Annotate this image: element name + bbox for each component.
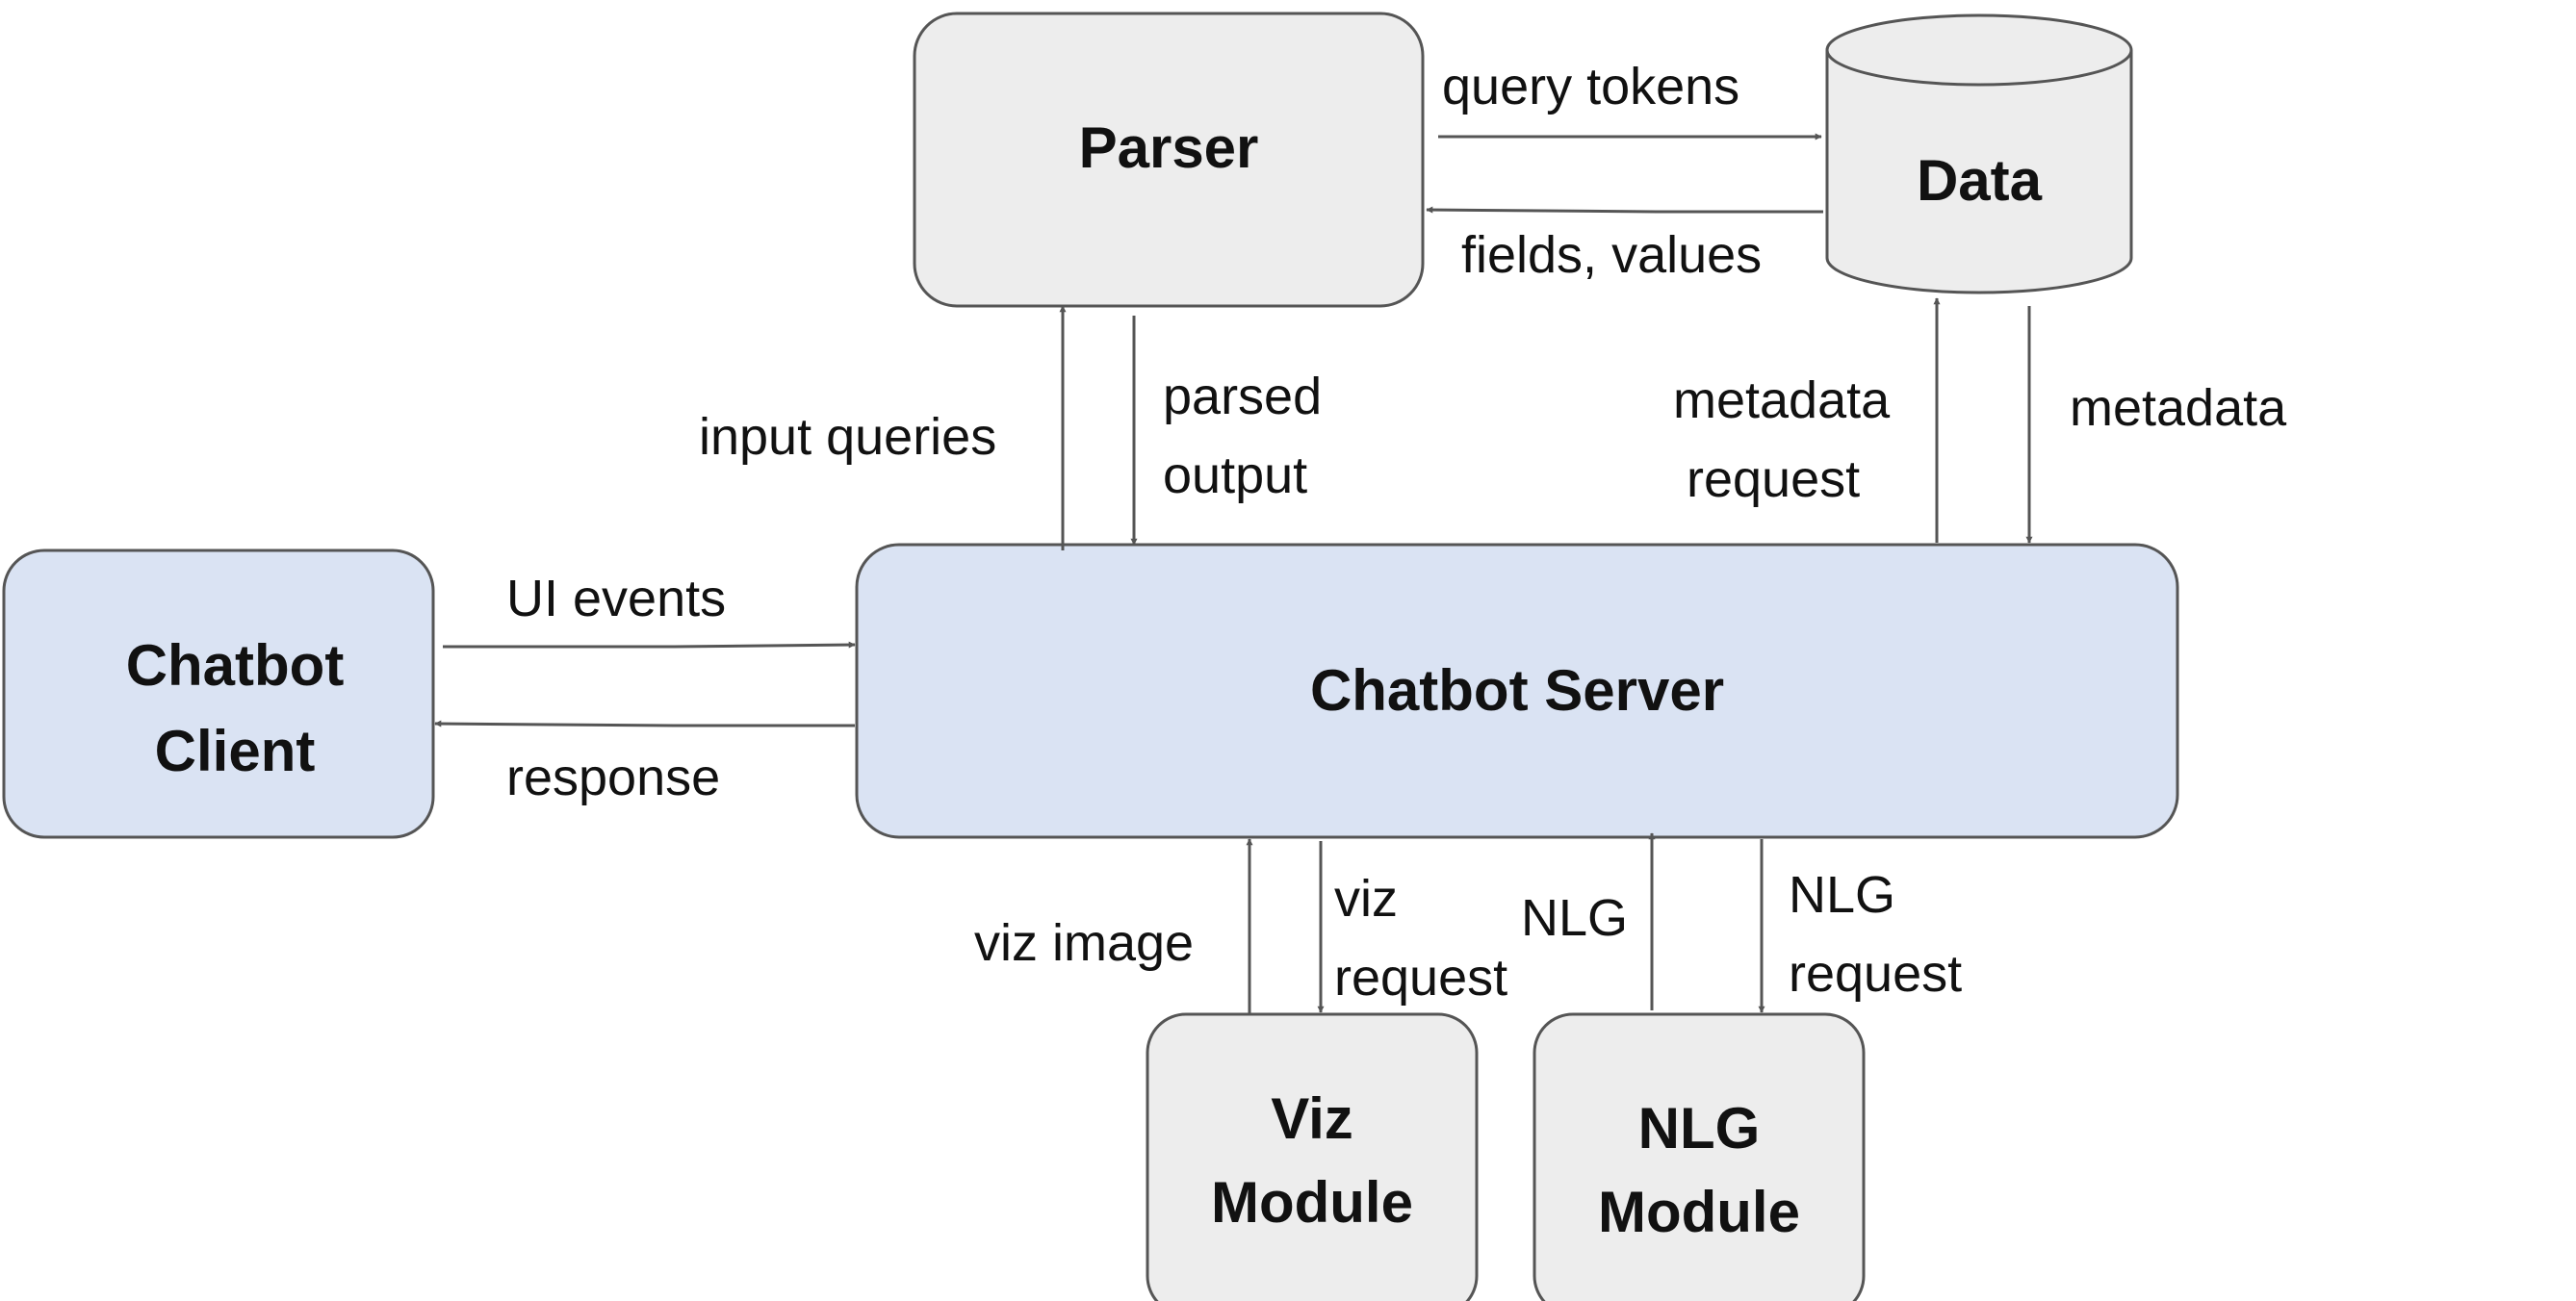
- parser-node: Parser: [913, 12, 1425, 308]
- edge-metadata-request: metadata request: [1673, 297, 1941, 543]
- chatbot-server-node: Chatbot Server: [855, 543, 2179, 839]
- edge-label-fields-values: fields, values: [1461, 226, 1762, 284]
- edge-viz-image: viz image: [974, 838, 1253, 1014]
- edge-nlg: NLG: [1521, 832, 1656, 1010]
- edge-metadata: metadata: [2025, 306, 2287, 544]
- nlg-label-line2: Module: [1598, 1180, 1800, 1244]
- viz-label-line2: Module: [1211, 1170, 1413, 1235]
- edge-label-nlg-request-line1: NLG: [1789, 866, 1895, 924]
- edge-parsed-output: parsed output: [1130, 316, 1322, 546]
- server-label: Chatbot Server: [1310, 658, 1724, 723]
- edge-response: response: [434, 720, 855, 806]
- edge-label-nlg-request-line2: request: [1789, 945, 1962, 1003]
- edge-label-input-queries: input queries: [699, 408, 996, 466]
- edge-label-response: response: [506, 749, 720, 806]
- viz-label-line1: Viz: [1271, 1086, 1353, 1151]
- viz-module-node: Viz Module: [1146, 1012, 1479, 1301]
- nlg-label-line1: NLG: [1638, 1096, 1761, 1161]
- edge-label-nlg: NLG: [1521, 889, 1628, 947]
- edge-ui-events: UI events: [443, 570, 856, 649]
- edge-label-metadata-request-line2: request: [1687, 450, 1860, 508]
- edge-input-queries: input queries: [699, 305, 1067, 550]
- parser-label: Parser: [1079, 115, 1259, 180]
- edge-label-viz-image: viz image: [974, 914, 1194, 972]
- edge-label-viz-request-line2: request: [1334, 949, 1507, 1007]
- data-label: Data: [1917, 148, 2043, 213]
- edge-query-tokens: query tokens: [1438, 58, 1822, 140]
- client-label-line2: Client: [155, 719, 316, 783]
- edge-label-metadata: metadata: [2070, 379, 2287, 437]
- edge-label-parsed-line1: parsed: [1163, 368, 1322, 425]
- client-label-line1: Chatbot: [126, 633, 345, 698]
- edge-label-viz-request-line1: viz: [1334, 870, 1398, 928]
- data-cylinder-top: [1825, 13, 2133, 87]
- edge-label-metadata-request-line1: metadata: [1673, 371, 1891, 429]
- edge-label-query-tokens: query tokens: [1442, 58, 1739, 115]
- edge-label-parsed-line2: output: [1163, 446, 1307, 504]
- edge-viz-request: viz request: [1317, 841, 1507, 1013]
- nlg-module-node: NLG Module: [1533, 1012, 1866, 1301]
- chatbot-client-node: Chatbot Client: [2, 548, 435, 839]
- edge-label-ui-events: UI events: [506, 570, 726, 627]
- edge-fields-values: fields, values: [1426, 206, 1823, 284]
- data-node: Data: [1825, 13, 2133, 294]
- edge-nlg-request: NLG request: [1758, 839, 1962, 1013]
- data-cylinder-body: [1825, 50, 2133, 294]
